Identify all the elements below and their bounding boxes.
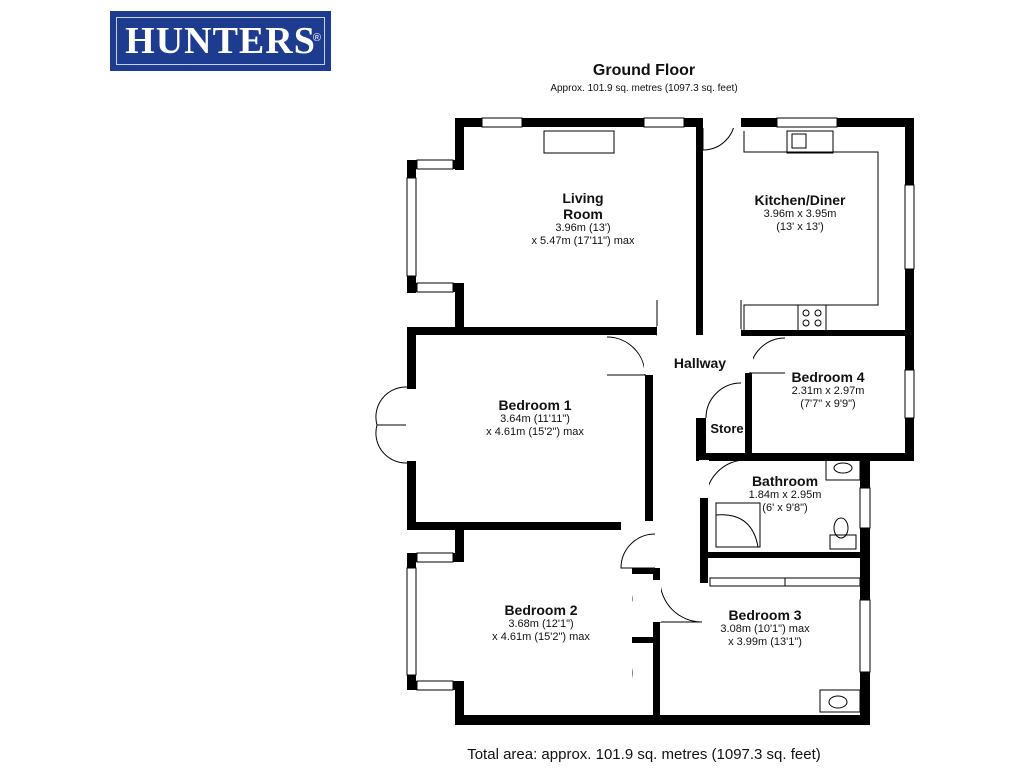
room-dimension: (7'7" x 9'9") [800,397,856,410]
floor-title: Ground Floor [592,62,696,79]
room-dimension: x 3.99m (13'1") [728,635,802,648]
fireplace [543,130,615,154]
room-dimension: (13' x 13') [776,220,824,233]
hob-ring [814,309,822,317]
logo-text: HUNTERS [125,20,316,62]
windows [406,117,915,691]
registered-mark: ® [312,32,321,44]
room-dimension: 3.96m (13') [555,222,611,235]
room-name: Store [710,421,744,436]
french-door-left [375,386,408,426]
bedroom2-door-swing [620,533,656,569]
kitchen-worktop [743,131,879,331]
room-name: Bathroom [751,473,819,489]
room-dimension: 2.31m x 2.97m [791,385,865,398]
toilet-cistern [829,534,857,550]
french-door-right [375,424,408,464]
sink-bowl [791,133,807,149]
room-label-bathroom: Bathroom 1.84m x 2.95m (6' x 9'8") [735,473,835,514]
room-label-store: Store [706,421,748,437]
room-name: Bedroom 1 [498,397,572,413]
hob [797,304,827,332]
hob-ring [814,319,822,327]
room-label-bedroom4: Bedroom 4 2.31m x 2.97m (7'7" x 9'9") [758,369,898,410]
door-openings [406,117,753,713]
room-dimension: 3.08m (10'1") max [720,623,810,636]
bedroom1-door-swing [606,336,646,376]
shower-screen [715,514,759,548]
floor-area: Approx. 101.9 sq. metres (1097.3 sq. fee… [550,83,738,94]
bedroom3-basin [819,689,861,713]
basin-bowl [833,462,853,474]
kitchen-sink [786,130,834,154]
room-label-bedroom2: Bedroom 2 3.68m (12'1") x 4.61m (15'2") … [450,602,632,643]
room-dimension: 3.64m (11'11") [500,413,570,426]
bedroom4-door-swing [749,337,786,374]
room-label-bedroom1: Bedroom 1 3.64m (11'11") x 4.61m (15'2")… [440,397,630,438]
room-label-hallway: Hallway [660,355,740,371]
room-name: Bedroom 2 [504,602,578,618]
hunters-logo: HUNTERS ® [110,11,331,71]
room-name: Bedroom 3 [728,607,802,623]
room-name: Room [563,206,603,223]
room-dimension: (6' x 9'8") [762,501,808,514]
room-name: Hallway [673,355,727,371]
logo-border [116,17,325,65]
toilet-bowl [833,517,849,539]
room-label-kitchen: Kitchen/Diner 3.96m x 3.95m (13' x 13') [730,192,870,233]
room-dimension: x 4.61m (15'2") max [486,425,584,438]
room-dimension: 3.96m x 3.95m [763,208,837,221]
store-door-swing [705,382,742,419]
hob-ring [802,309,810,317]
room-dimension: x 5.47m (17'11") max [531,234,635,247]
room-name: Kitchen/Diner [754,192,846,208]
room-name: Living [562,190,604,206]
room-dimension: x 4.61m (15'2") max [492,630,590,643]
shower-tray [715,502,761,548]
total-area: Total area: approx. 101.9 sq. metres (10… [467,746,821,763]
room-dimension: 3.68m (12'1") [508,618,574,631]
room-label-bedroom3: Bedroom 3 3.08m (10'1") max x 3.99m (13'… [690,607,840,648]
room-dimension: 1.84m x 2.95m [748,489,822,502]
bedroom3-basin-bowl [828,695,848,709]
room-name: Bedroom 4 [791,369,865,385]
room-label-living: Living Room 3.96m (13') x 5.47m (17'11")… [470,190,696,247]
hob-ring [802,319,810,327]
